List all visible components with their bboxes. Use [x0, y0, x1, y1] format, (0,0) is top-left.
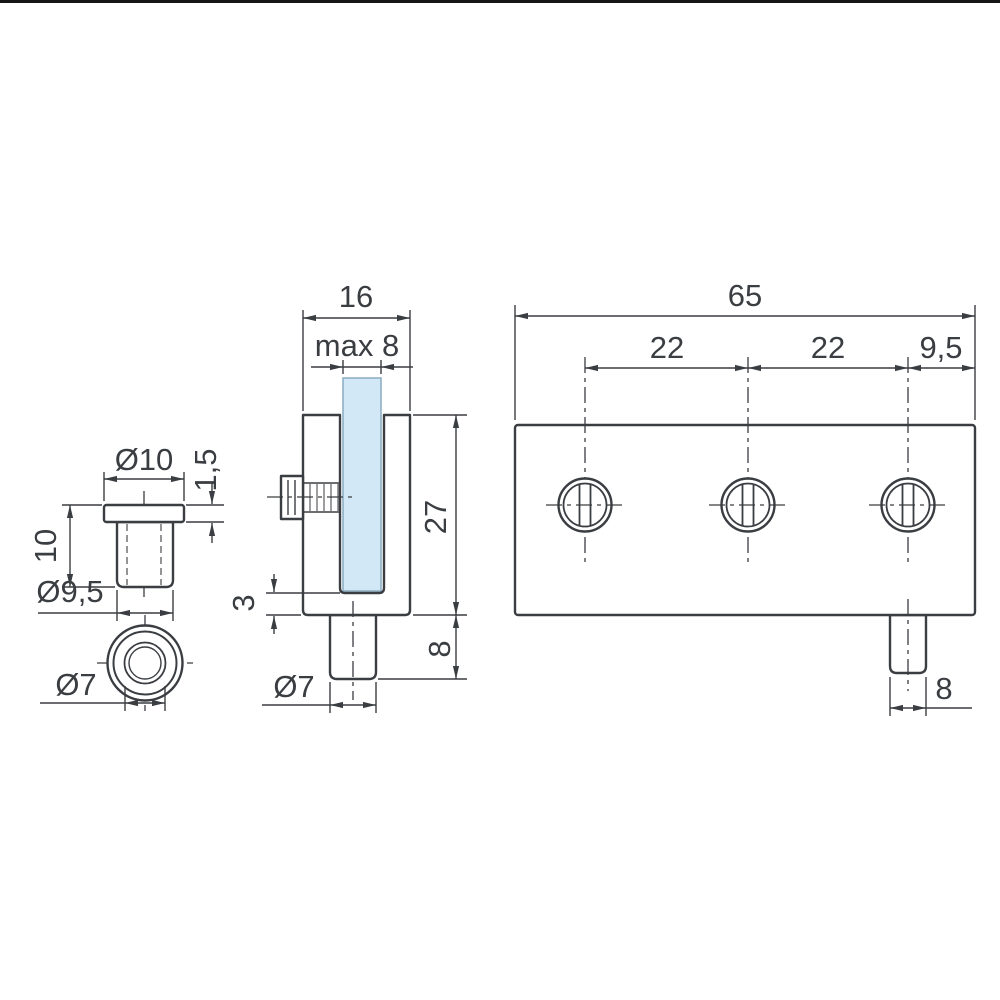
screw-1: [546, 357, 624, 563]
clamp-side-body: [301, 413, 412, 617]
bushing-flange: [102, 503, 186, 524]
screw-3: [869, 357, 947, 563]
clamp-side-dimensions: 16 max 8 27 8: [226, 279, 467, 713]
bushing-side-view: Ø10 1,5 10 Ø9,5: [28, 442, 224, 621]
bushing-bottom-view: Ø7: [40, 615, 193, 711]
glass-panel: [342, 377, 382, 592]
dim-pin-height-label: 8: [422, 640, 457, 657]
dim-pin-width-label: 8: [935, 671, 952, 706]
clamp-side-view: 16 max 8 27 8: [226, 279, 467, 713]
bushing-hole-dimension: Ø7: [40, 667, 166, 711]
dim-hole-edge-offset-label: 9,5: [919, 330, 962, 365]
screw-2: [709, 357, 787, 563]
dim-hole-spacing-left-label: 22: [650, 330, 684, 365]
dim-pin-diameter-label: Ø7: [273, 669, 314, 704]
clamp-front-dimensions: 65 22 22 9,5 8: [514, 278, 976, 716]
dim-hole-diameter-label: Ø7: [55, 667, 96, 702]
set-screw: [267, 474, 357, 521]
dim-clamp-height-label: 27: [418, 500, 453, 534]
dim-hole-spacing-right-label: 22: [811, 330, 845, 365]
bushing-dimensions: Ø10 1,5 10 Ø9,5: [28, 442, 224, 621]
bushing-body: [115, 520, 175, 589]
bushing-hole-circle: [123, 641, 167, 685]
dim-bottom-thickness-label: 3: [226, 594, 261, 611]
dim-glass-thickness-label: max 8: [315, 328, 399, 363]
top-border: [0, 0, 1000, 3]
dim-body-diameter-label: Ø9,5: [36, 574, 103, 609]
dim-bushing-height-label: 10: [28, 529, 63, 563]
clamp-front-view: 65 22 22 9,5 8: [513, 278, 977, 716]
dim-clamp-length-label: 65: [728, 278, 762, 313]
dim-clamp-width-label: 16: [339, 279, 373, 314]
dim-flange-height-label: 1,5: [188, 448, 223, 491]
dim-flange-diameter-label: Ø10: [115, 442, 174, 477]
